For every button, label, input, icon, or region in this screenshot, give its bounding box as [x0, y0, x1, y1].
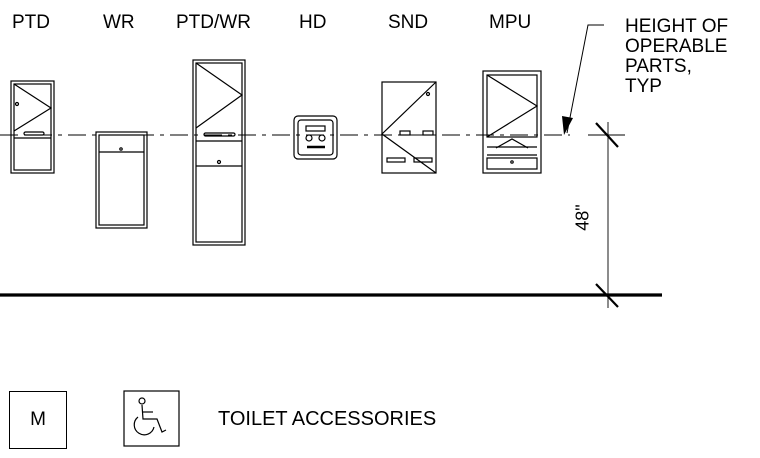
ptd-fixture — [10, 80, 55, 174]
mpu-fixture — [482, 70, 542, 174]
wr-fixture — [95, 131, 148, 229]
leader-arrowhead — [562, 116, 573, 135]
dimension-tick-bottom — [595, 283, 619, 308]
dimension-label: 48" — [572, 204, 593, 231]
label-snd: SND — [388, 12, 429, 33]
label-ptd-wr: PTD/WR — [176, 12, 251, 33]
note-leader — [566, 24, 604, 134]
label-wr: WR — [103, 12, 135, 33]
wheelchair-icon — [123, 390, 180, 447]
drawing-title: TOILET ACCESSORIES — [218, 408, 437, 430]
dimension-tick-top — [595, 122, 619, 148]
label-mpu: MPU — [489, 12, 532, 33]
sheet-marker: M — [9, 391, 67, 449]
snd-fixture — [381, 81, 437, 174]
hd-fixture — [293, 115, 338, 160]
operable-height-note: HEIGHT OF OPERABLE PARTS, TYP — [625, 16, 729, 97]
label-ptd: PTD — [12, 12, 50, 33]
sheet-marker-label: M — [30, 409, 46, 430]
ptd-wr-fixture — [192, 59, 246, 246]
label-hd: HD — [299, 12, 327, 33]
